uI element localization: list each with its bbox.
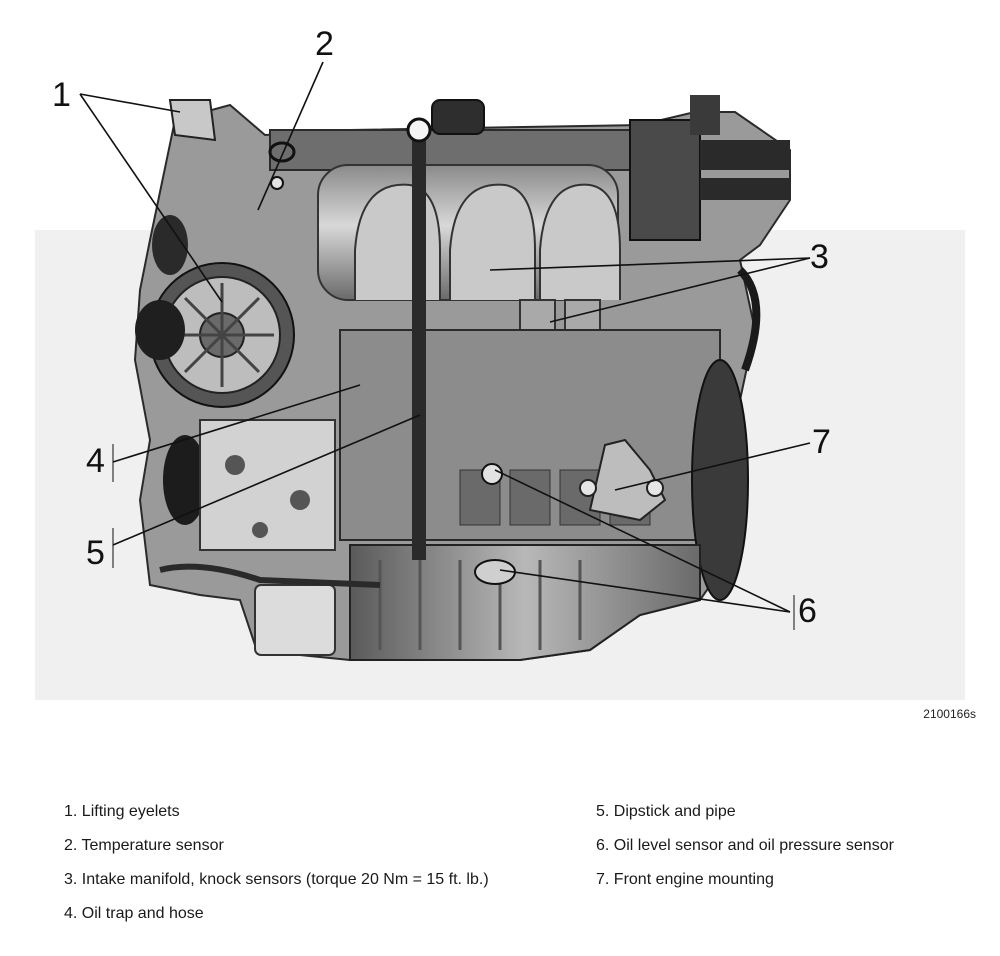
- flywheel: [691, 359, 749, 601]
- hose: [737, 267, 761, 372]
- throttle-body: [629, 95, 790, 241]
- callout-ticks: [112, 444, 795, 630]
- callout-4: 4: [86, 442, 105, 480]
- oil-pan: [349, 544, 701, 661]
- oil-pressure-sensor: [481, 463, 503, 485]
- pulley: [163, 435, 207, 525]
- legend-item: 1. Lifting eyelets: [64, 803, 180, 820]
- legend-item: 3. Intake manifold, knock sensors (torqu…: [64, 871, 489, 888]
- pulley: [135, 300, 185, 360]
- engine-mount: [588, 438, 667, 522]
- leader-lines: [79, 61, 811, 613]
- callout-5: 5: [86, 534, 105, 572]
- alternator: [149, 262, 295, 408]
- callout-1: 1: [52, 76, 71, 114]
- callout-3: 3: [810, 238, 829, 276]
- lifting-eyelet: [168, 99, 217, 142]
- legend-item: 6. Oil level sensor and oil pressure sen…: [596, 837, 894, 854]
- callout-6: 6: [798, 592, 817, 630]
- engine-figure: 1 2 3 4 5 6 7: [35, 25, 965, 700]
- legend-item: 7. Front engine mounting: [596, 871, 774, 888]
- lifting-eyelet: [268, 141, 296, 163]
- dipstick-pipe: [412, 140, 426, 560]
- legend-item: 5. Dipstick and pipe: [596, 803, 736, 820]
- engine-illustration: [35, 61, 965, 700]
- oil-filler-cap: [431, 99, 485, 135]
- callout-7: 7: [812, 423, 831, 461]
- pulley: [152, 215, 188, 275]
- callout-2: 2: [315, 25, 334, 63]
- dipstick-handle: [406, 117, 432, 143]
- legend-item: 2. Temperature sensor: [64, 837, 224, 854]
- figure-reference-id: 2100166s: [923, 707, 976, 721]
- legend-right-column: 5. Dipstick and pipe 6. Oil level sensor…: [596, 795, 894, 897]
- temperature-sensor: [270, 176, 284, 190]
- legend-left-column: 1. Lifting eyelets 2. Temperature sensor…: [64, 795, 489, 931]
- pipe: [159, 563, 381, 588]
- legend-item: 4. Oil trap and hose: [64, 905, 204, 922]
- oil-filter: [254, 584, 336, 656]
